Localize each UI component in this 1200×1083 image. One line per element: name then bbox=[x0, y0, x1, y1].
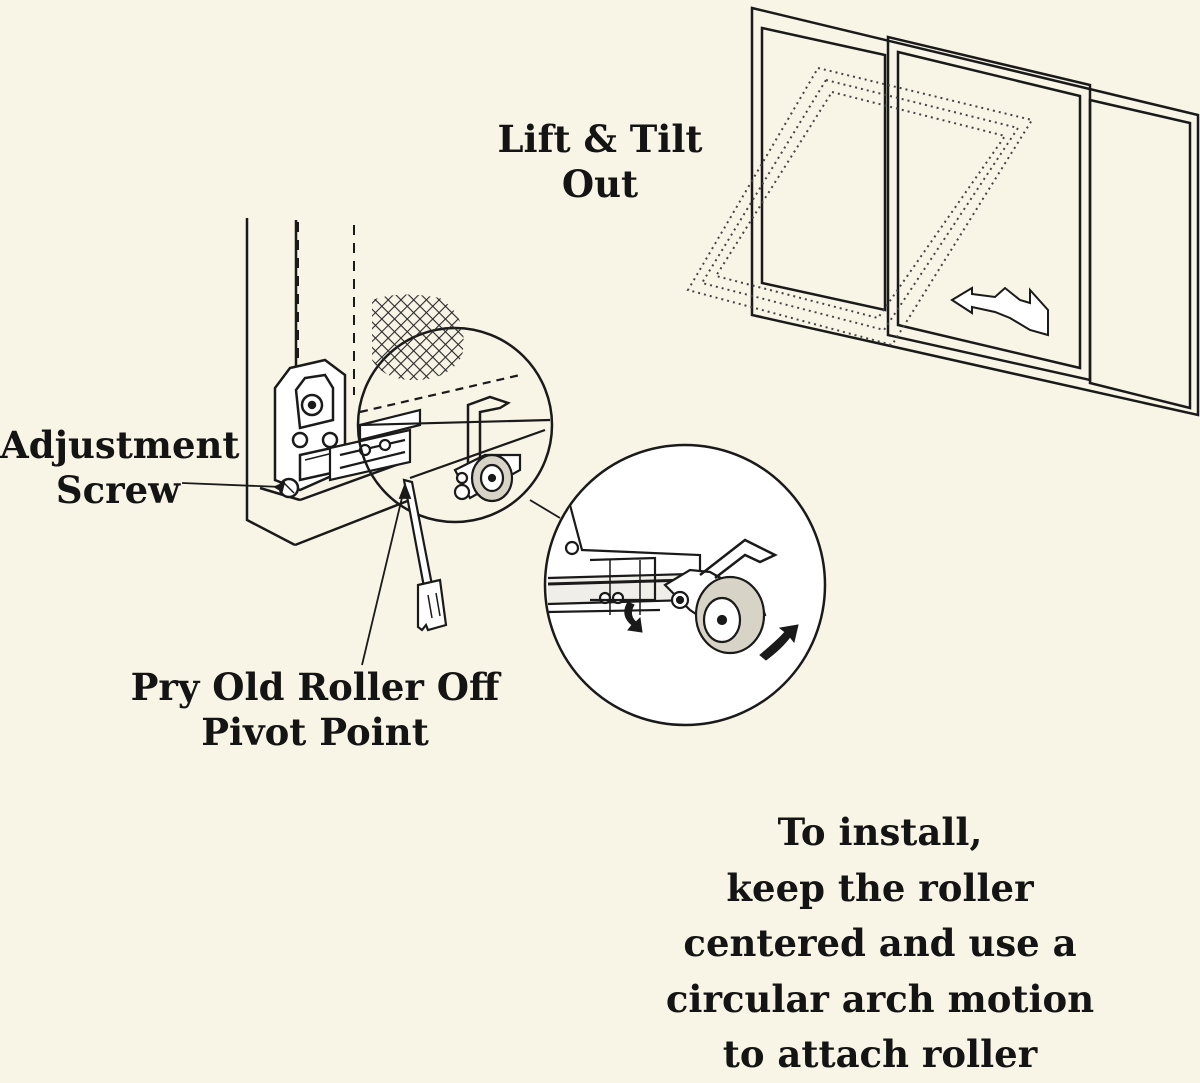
lift-tilt-line-1: Lift & Tilt bbox=[497, 117, 703, 161]
install-line-4: circular arch motion bbox=[665, 976, 1095, 1021]
screen-mesh-icon bbox=[372, 294, 464, 381]
window-frame-icon bbox=[750, 6, 1200, 417]
pry-roller-line-1: Pry Old Roller Off bbox=[130, 665, 500, 709]
install-line-2: keep the roller bbox=[726, 865, 1034, 910]
adjustment-screw-line-1: Adjustment bbox=[0, 423, 240, 467]
arrow-icon bbox=[950, 286, 1049, 337]
install-line-1: To install, bbox=[777, 810, 983, 854]
detail-roller-icon bbox=[663, 568, 767, 655]
install-line-5: to attach roller bbox=[722, 1032, 1038, 1076]
install-line-3: centered and use a bbox=[683, 921, 1077, 965]
hex-key-icon bbox=[466, 395, 511, 470]
pry-roller-line-2: Pivot Point bbox=[201, 710, 429, 755]
roller-rail-icon bbox=[359, 373, 551, 480]
detail-hex-key-icon bbox=[699, 538, 778, 579]
pry-roller-label: Pry Old Roller Off Pivot Point bbox=[125, 665, 505, 755]
lift-tilt-line-2: Out bbox=[561, 162, 639, 207]
leader-lines bbox=[181, 481, 561, 666]
screwdriver-icon bbox=[402, 478, 448, 632]
install-instructions-label: To install, keep the roller centered and… bbox=[660, 805, 1100, 1083]
adjustment-screw-label: Adjustment Screw bbox=[0, 423, 240, 513]
lift-tilt-label: Lift & Tilt Out bbox=[480, 117, 720, 207]
adjustment-screw-line-2: Screw bbox=[55, 468, 181, 513]
rotation-arrow-icon bbox=[624, 601, 799, 661]
roller-wheel-icon bbox=[453, 453, 522, 503]
detail-rail-icon bbox=[547, 504, 702, 615]
